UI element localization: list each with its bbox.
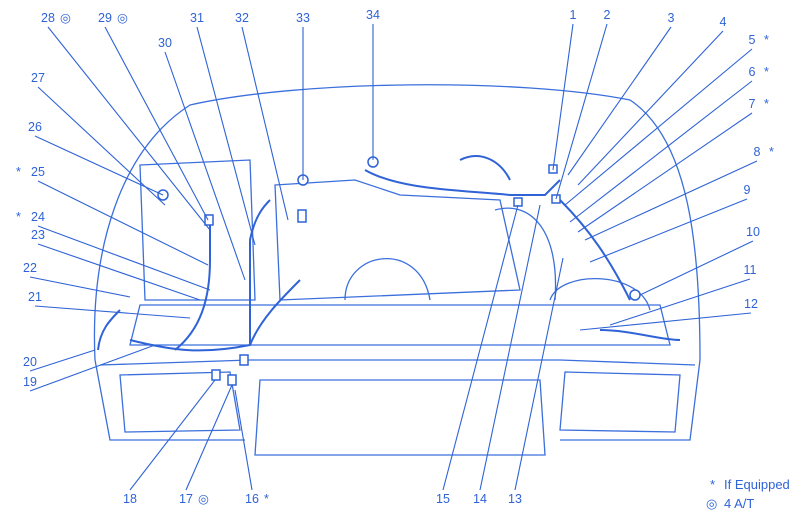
- callout-9: 9: [744, 183, 751, 197]
- if-equipped-star-icon: *: [16, 165, 21, 179]
- leader-line-20: [29, 349, 96, 372]
- callout-34: 34: [366, 8, 380, 22]
- callout-29: 29: [98, 11, 112, 25]
- if-equipped-star-icon: *: [764, 65, 769, 79]
- callout-4: 4: [720, 15, 727, 29]
- leader-line-13: [514, 257, 564, 491]
- leader-line-6: [569, 80, 753, 223]
- at-circle-icon: ◎: [117, 11, 128, 25]
- vehicle-outline: [93, 84, 701, 456]
- leader-line-24: [37, 225, 211, 291]
- at-circle-icon: ◎: [706, 496, 717, 511]
- callout-1: 1: [570, 8, 577, 22]
- leader-line-28: [47, 26, 211, 231]
- if-equipped-star-icon: *: [264, 492, 269, 506]
- callout-31: 31: [190, 11, 204, 25]
- callout-27: 27: [31, 71, 45, 85]
- callout-25: 25: [31, 165, 45, 179]
- leader-line-12: [579, 312, 752, 331]
- leader-line-15: [442, 204, 519, 491]
- callout-20: 20: [23, 355, 37, 369]
- callout-3: 3: [668, 11, 675, 25]
- leader-line-23: [37, 243, 201, 301]
- callout-14: 14: [473, 492, 487, 506]
- leader-line-31: [196, 26, 256, 246]
- callout-15: 15: [436, 492, 450, 506]
- callout-30: 30: [158, 36, 172, 50]
- leader-line-25: [37, 180, 209, 266]
- callout-19: 19: [23, 375, 37, 389]
- callout-11: 11: [744, 263, 757, 277]
- leader-line-26: [34, 135, 164, 196]
- leader-line-8: [584, 160, 758, 241]
- callout-7: 7: [749, 97, 756, 111]
- callout-26: 26: [28, 120, 42, 134]
- if-equipped-star-icon: *: [16, 210, 21, 224]
- callout-21: 21: [28, 290, 42, 304]
- leader-line-9: [589, 198, 748, 263]
- leader-line-27: [37, 86, 166, 206]
- legend-4at: 4 A/T: [724, 496, 754, 511]
- leader-line-18: [129, 379, 216, 491]
- wire-harness: [97, 155, 681, 386]
- leader-line-4: [577, 30, 724, 186]
- callout-13: 13: [508, 492, 522, 506]
- callout-23: 23: [31, 228, 45, 242]
- callout-24: 24: [31, 210, 45, 224]
- leader-line-2: [555, 23, 608, 200]
- if-equipped-star-icon: *: [764, 33, 769, 47]
- at-circle-icon: ◎: [60, 11, 71, 25]
- callout-6: 6: [749, 65, 756, 79]
- callout-12: 12: [744, 297, 758, 311]
- if-equipped-star-icon: *: [710, 477, 715, 492]
- callout-8: 8: [754, 145, 761, 159]
- callout-22: 22: [23, 261, 37, 275]
- leader-line-32: [241, 26, 289, 221]
- callout-2: 2: [604, 8, 611, 22]
- leader-line-16: [234, 389, 253, 491]
- leader-line-11: [609, 278, 751, 326]
- if-equipped-star-icon: *: [769, 145, 774, 159]
- leader-line-29: [104, 26, 209, 221]
- callout-10: 10: [746, 225, 760, 239]
- legend: * If Equipped ◎ 4 A/T: [706, 477, 790, 511]
- callout-5: 5: [749, 33, 756, 47]
- leader-line-30: [164, 51, 246, 281]
- leader-line-10: [639, 240, 754, 296]
- leader-line-3: [567, 26, 672, 176]
- callout-17: 17: [179, 492, 193, 506]
- callout-18: 18: [123, 492, 137, 506]
- at-circle-icon: ◎: [198, 492, 209, 506]
- leader-line-17: [185, 384, 233, 491]
- leader-line-19: [29, 344, 156, 392]
- leader-line-1: [552, 23, 574, 171]
- if-equipped-star-icon: *: [764, 97, 769, 111]
- leader-line-5: [564, 48, 753, 206]
- leader-line-22: [29, 276, 131, 298]
- callout-28: 28: [41, 11, 55, 25]
- callout-32: 32: [235, 11, 249, 25]
- callout-33: 33: [296, 11, 310, 25]
- leader-line-21: [34, 305, 191, 319]
- leader-line-14: [479, 204, 541, 491]
- callout-16: 16: [245, 492, 259, 506]
- leader-line-7: [577, 112, 753, 233]
- legend-if-equipped: If Equipped: [724, 477, 790, 492]
